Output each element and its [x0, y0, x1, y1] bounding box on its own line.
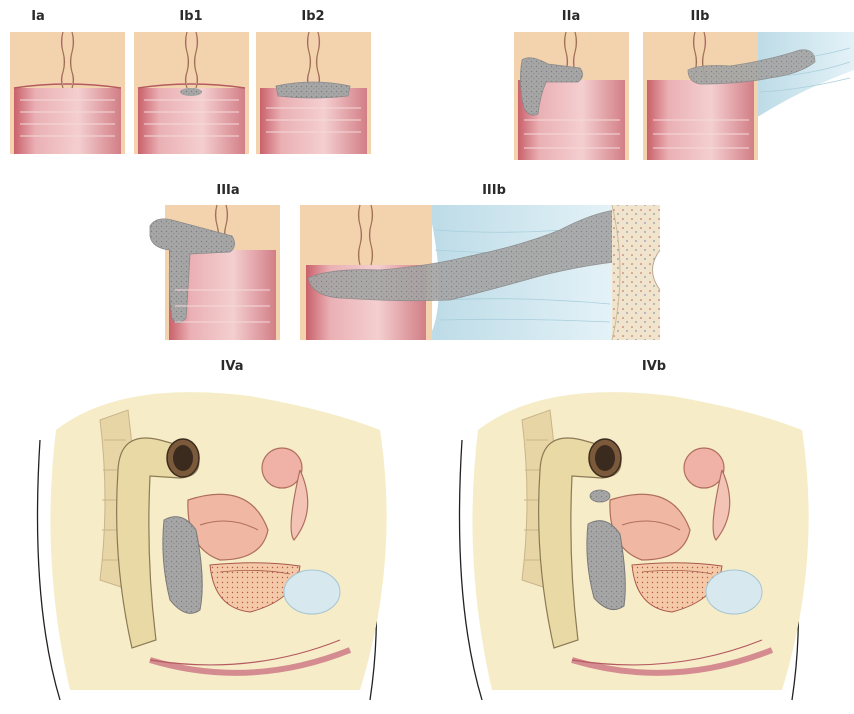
panel-ib1	[134, 32, 249, 154]
panel-iva	[38, 392, 387, 700]
panel-iib	[643, 32, 854, 160]
panel-ia	[10, 32, 125, 154]
panel-iiia	[150, 205, 280, 340]
panel-ib2	[256, 32, 371, 154]
panel-ivb	[460, 392, 809, 700]
panel-iia	[514, 32, 629, 160]
panel-iiib	[300, 205, 660, 340]
